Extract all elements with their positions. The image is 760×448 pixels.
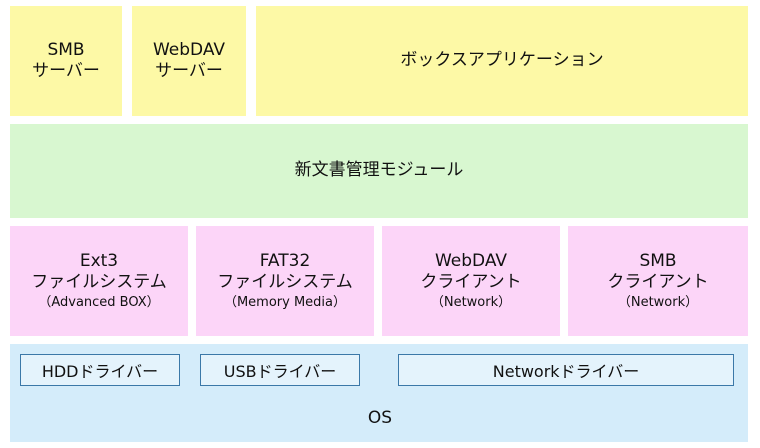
fat32-filesystem-line3: （Memory Media）	[223, 295, 347, 311]
webdav-server-line2: サーバー	[155, 61, 223, 81]
smb-client-line2: クライアント	[607, 271, 709, 292]
ext3-filesystem-line2: ファイルシステム	[31, 271, 167, 292]
webdav-client-line2: クライアント	[420, 271, 522, 292]
ext3-filesystem-line3: （Advanced BOX）	[38, 295, 160, 311]
smb-client-line1: SMB	[639, 250, 677, 271]
webdav-client-box: WebDAV クライアント （Network）	[382, 226, 560, 336]
ext3-filesystem-box: Ext3 ファイルシステム （Advanced BOX）	[10, 226, 188, 336]
fat32-filesystem-line2: ファイルシステム	[217, 271, 353, 292]
box-application-box: ボックスアプリケーション	[256, 6, 748, 116]
webdav-server-line1: WebDAV	[152, 39, 226, 60]
network-driver-label: Networkドライバー	[492, 362, 640, 381]
webdav-client-line1: WebDAV	[434, 250, 508, 271]
webdav-client-line3: （Network）	[430, 295, 512, 311]
document-management-module-label: 新文書管理モジュール	[294, 160, 464, 181]
box-application-label: ボックスアプリケーション	[400, 50, 604, 71]
document-management-module-box: 新文書管理モジュール	[10, 124, 748, 218]
smb-client-box: SMB クライアント （Network）	[568, 226, 748, 336]
smb-server-box: SMB サーバー	[10, 6, 122, 116]
os-label: OS	[367, 408, 393, 428]
hdd-driver-label: HDDドライバー	[41, 362, 159, 381]
smb-server-line1: SMB	[47, 39, 85, 60]
fat32-filesystem-box: FAT32 ファイルシステム （Memory Media）	[196, 226, 374, 336]
smb-server-line2: サーバー	[32, 61, 100, 81]
ext3-filesystem-line1: Ext3	[79, 250, 119, 271]
usb-driver-box: USBドライバー	[200, 354, 360, 386]
network-driver-box: Networkドライバー	[398, 354, 734, 386]
fat32-filesystem-line1: FAT32	[259, 250, 311, 271]
hdd-driver-box: HDDドライバー	[20, 354, 180, 386]
usb-driver-label: USBドライバー	[223, 362, 337, 381]
smb-client-line3: （Network）	[617, 295, 699, 311]
webdav-server-box: WebDAV サーバー	[132, 6, 246, 116]
